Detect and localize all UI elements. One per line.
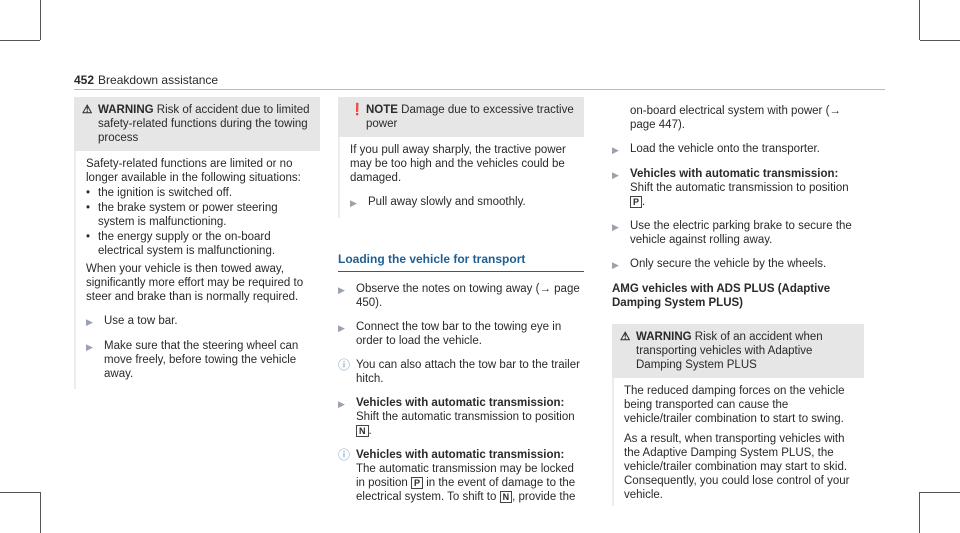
crop-mark [40,492,41,533]
crop-mark [920,492,960,493]
list-item-text: the brake system or power steering syste… [98,202,278,228]
step-arrow-icon: ▶ [338,399,345,409]
info-note: ⓘ You can also attach the tow bar to the … [338,358,584,386]
step-arrow-icon: ▶ [350,198,357,208]
step-text: Make sure that the steering wheel can mo… [104,340,299,380]
info-text: in the event of damage to the electrical… [356,477,576,503]
step: ▶ Only secure the vehicle by the wheels. [612,257,864,272]
warning-consequence: When your vehicle is then towed away, si… [86,263,304,303]
warning-body: Safety-related functions are limited or … [74,151,320,389]
step: ▶ Vehicles with automatic transmission: S… [612,168,849,208]
note-box: ❗ NOTE Damage due to excessive tractive … [338,97,584,218]
info-text: You can also attach the tow bar to the t… [356,359,580,385]
step-text: Shift the automatic transmission to posi… [630,182,849,194]
list-item: • the brake system or power steering syst… [86,201,310,229]
header-rule [74,89,885,90]
note-exclamation-icon: ❗ [350,104,365,116]
page-number: 452 [74,73,95,87]
gear-symbol: N [356,425,369,437]
gear-symbol: N [499,491,513,503]
warning-text: Risk of an accident when transporting ve… [636,331,823,371]
crop-mark [919,0,920,40]
step-arrow-icon: ▶ [612,170,619,180]
warning-triangle-icon: ⚠ [82,104,93,116]
list-item: • the energy supply or the on-board elect… [86,230,310,258]
list-item: • the ignition is switched off. [86,186,310,200]
step-text: Shift the automatic transmission to posi… [356,411,575,423]
bullet-icon: • [86,231,91,243]
note-text: If you pull away sharply, the tractive p… [350,144,566,184]
amg-heading: AMG vehicles with ADS PLUS (Adaptive Dam… [612,283,831,309]
warning-intro: Safety-related functions are limited or … [86,158,301,184]
bullet-icon: • [86,187,91,199]
column-2: ❗ NOTE Damage due to excessive tractive … [338,97,584,512]
warning-text: Risk of accident due to limited safety-r… [98,104,310,144]
warning-box: ⚠ WARNING Risk of accident due to limite… [74,97,320,151]
step-text: Connect the tow bar to the towing eye in… [356,321,562,347]
step: ▶ Vehicles with automatic transmission: S… [338,397,575,437]
step: ▶ Use the electric parking brake to secur… [612,219,864,247]
step-arrow-icon: ▶ [612,260,619,270]
step-text: Only secure the vehicle by the wheels. [630,258,827,270]
warning-body: The reduced damping forces on the vehicl… [612,378,864,506]
page-title: Breakdown assistance [98,73,219,87]
crop-mark [40,0,41,40]
warning-detail: As a result, when transporting vehicles … [624,433,850,501]
column-1: ⚠ WARNING Risk of accident due to limite… [74,97,320,389]
step-arrow-icon: ▶ [612,222,619,232]
list-item-text: the energy supply or the on-board electr… [98,231,276,257]
list-item-text: the ignition is switched off. [98,187,233,199]
note-title: Damage due to excessive tractive power [366,104,574,130]
gear-symbol: P [411,477,424,489]
crop-mark [920,40,960,41]
gear-symbol: P [630,196,643,208]
step: ▶ Observe the notes on towing away (→ pag… [338,282,584,310]
step-title: Vehicles with automatic transmission: [356,397,565,409]
step-text: Use a tow bar. [104,315,178,327]
step-text: Observe the notes on towing away (→ page… [356,283,580,309]
step-arrow-icon: ▶ [612,145,619,155]
warning-triangle-icon: ⚠ [620,331,631,343]
crop-mark [0,492,40,493]
section-title: Loading the vehicle for transport [338,252,584,272]
warning-label: WARNING [98,104,154,116]
info-title: Vehicles with automatic transmission: [356,449,565,461]
step-arrow-icon: ▶ [86,342,93,352]
crop-mark [0,40,40,41]
info-text: The automatic transmission may be locked… [356,463,574,489]
step: ▶ Load the vehicle onto the transporter. [612,142,864,157]
bullet-icon: • [86,202,91,214]
info-icon: ⓘ [338,358,351,372]
step: ▶ Connect the tow bar to the towing eye i… [338,320,584,348]
step-text: Pull away slowly and smoothly. [368,196,526,208]
warning-detail: The reduced damping forces on the vehicl… [624,385,845,425]
note-label: NOTE [366,104,398,116]
crop-mark [919,492,920,533]
step-title: Vehicles with automatic transmission: [630,168,839,180]
step: ▶ Make sure that the steering wheel can m… [86,339,310,381]
continued-text: on-board electrical system with power (→… [630,105,841,131]
column-3: on-board electrical system with power (→… [612,104,864,506]
step-arrow-icon: ▶ [86,317,93,327]
step-text: Use the electric parking brake to secure… [630,220,852,246]
step-text: Load the vehicle onto the transporter. [630,143,820,155]
step-arrow-icon: ▶ [338,323,345,333]
step: ▶ Use a tow bar. [86,314,310,329]
warning-label: WARNING [636,331,692,343]
info-note: ⓘ Vehicles with automatic transmission: T… [338,448,584,504]
step-arrow-icon: ▶ [338,285,345,295]
warning-box: ⚠ WARNING Risk of an accident when trans… [612,324,864,378]
step: ▶ Pull away slowly and smoothly. [350,195,574,210]
info-text: , provide the [512,491,576,503]
info-icon: ⓘ [338,448,351,462]
